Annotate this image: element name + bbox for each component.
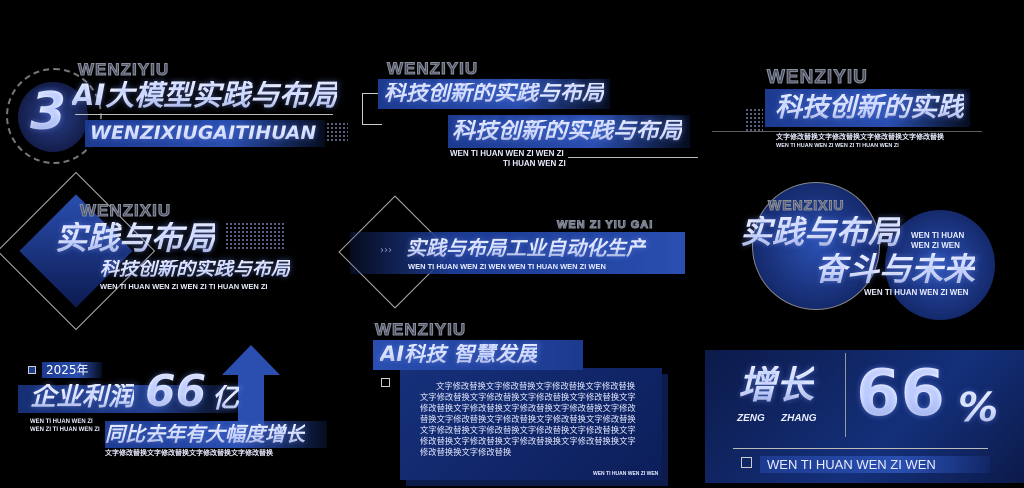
headline-bar: [105, 421, 327, 448]
title: AI科技 智慧发展: [380, 342, 538, 366]
ghost-text: WENZIXIU: [767, 197, 845, 213]
paragraph-line: 修改替换换文字修改替换: [420, 447, 512, 457]
sub-en: WEN TI HUAN WEN ZI WEN ZI TI HUAN WEN ZI: [100, 282, 268, 291]
title-bar-2: [448, 115, 690, 148]
year-bar: [42, 362, 102, 378]
title: AI大模型实践与布局: [72, 78, 338, 112]
sub-2: TI HUAN WEN ZI: [503, 159, 566, 168]
title: 科技创新的实践: [775, 92, 964, 123]
paragraph-line: 修改替换文字修改替换文字修改替换文字修改替换文字修改: [420, 403, 636, 413]
footer: 文字修改替换文字修改替换文字修改替换文字修改替换: [105, 450, 273, 457]
eng-1: WEN TI HUAN WEN ZI: [30, 419, 93, 425]
main-bar: [18, 385, 238, 413]
ghost-text: WENZIYIU: [767, 67, 868, 88]
side-2: WEN ZI WEN: [911, 241, 960, 250]
year: 2025年: [46, 363, 89, 377]
number: 3: [30, 82, 67, 142]
paragraph: 文字修改替换文字修改替换文字修改替换文字修改替换 文字修改替换文字修改替换文字修…: [420, 381, 636, 458]
ghost-text: WEN ZI YIU GAI: [556, 219, 654, 231]
paragraph-line: 文字修改替换文字修改替换文字修改替换文字修改替换: [436, 381, 636, 391]
title-1: 实践与布局: [740, 213, 901, 251]
unit: %: [958, 385, 999, 431]
ghost-text: WENZIXIU: [79, 201, 172, 220]
unit: 亿: [212, 383, 239, 414]
title-2: 科技创新的实践与布局: [452, 118, 682, 144]
dot-grid: [225, 222, 285, 250]
circle-left: [752, 182, 880, 310]
square-icon: [381, 378, 390, 387]
value: 66: [145, 366, 207, 417]
subtitle-bar: [85, 120, 325, 147]
title-bar: [350, 232, 685, 274]
title-bar: [373, 340, 583, 370]
up-arrow-icon: [222, 345, 280, 425]
label: 企业利润: [30, 382, 135, 412]
dot-grid: [326, 122, 348, 142]
label: 增长: [738, 363, 815, 407]
sub-en: WEN TI HUAN WEN ZI WEN: [864, 288, 969, 297]
circle-right: [885, 210, 995, 320]
text-panel: [400, 368, 662, 480]
ghost-text: WENZIYIU: [77, 60, 170, 79]
divider: [75, 114, 333, 115]
eng-2: WEN ZI TI HUAN WEN ZI: [30, 427, 100, 433]
title-1: 科技创新的实践与布局: [384, 81, 605, 106]
paragraph-line: 替换文字修改替换文字修改替换文字修改替换文字修改替换: [420, 414, 636, 424]
footer-bar: [760, 456, 990, 473]
sub-cn: 文字修改替换文字修改替换文字修改替换文字修改替换: [776, 134, 944, 141]
headline: 同比去年有大幅度增长: [105, 422, 305, 446]
divider: [712, 131, 982, 132]
title: 实践与布局工业自动化生产: [406, 236, 646, 260]
footer: WEN TI HUAN WEN ZI WEN: [593, 471, 659, 477]
dashed-circle: [6, 68, 102, 164]
circle-fill: [18, 82, 88, 152]
bracket: [362, 93, 382, 125]
chevrons-icon: ›››: [380, 245, 392, 256]
value: 66: [856, 357, 946, 431]
ghost-text: WENZIYIU: [374, 320, 467, 339]
pinyin-1: ZENG: [737, 413, 765, 424]
title-2: 奋斗与未来: [815, 250, 976, 288]
title: 实践与布局: [55, 219, 216, 257]
ghost-text: WENZIYIU: [386, 59, 479, 78]
sub-en: WEN TI HUAN WEN ZI WEN ZI TI HUAN WEN ZI: [776, 143, 899, 149]
divider: [733, 448, 988, 449]
paragraph-line: 修改替换文字修改替换文字修改替换换文字修改替换换文字: [420, 436, 636, 446]
sub-1: WEN TI HUAN WEN ZI WEN ZI: [450, 149, 564, 158]
paragraph-line: 文字修改替换文字修改替换文字修改替换文字修改替换文字: [420, 425, 636, 435]
dot-grid: [745, 108, 763, 132]
side-1: WEN TI HUAN: [911, 231, 965, 240]
sub-en: WEN TI HUAN WEN ZI WEN WEN TI HUAN WEN Z…: [408, 262, 606, 271]
paragraph-line: 文字修改替换文字修改替换文字修改替换文字修改替换文字: [420, 392, 636, 402]
vertical-divider: [845, 353, 846, 437]
subtitle: WENZIXIUGAITIHUAN: [90, 122, 317, 144]
square-icon: [28, 366, 36, 374]
footer: WEN TI HUAN WEN ZI WEN: [767, 457, 936, 472]
title-bar: [765, 89, 970, 127]
subtitle: 科技创新的实践与布局: [100, 258, 291, 280]
divider: [568, 157, 698, 158]
square-icon: [741, 457, 752, 468]
title-bar-1: [378, 79, 610, 109]
pinyin-2: ZHANG: [781, 413, 817, 424]
